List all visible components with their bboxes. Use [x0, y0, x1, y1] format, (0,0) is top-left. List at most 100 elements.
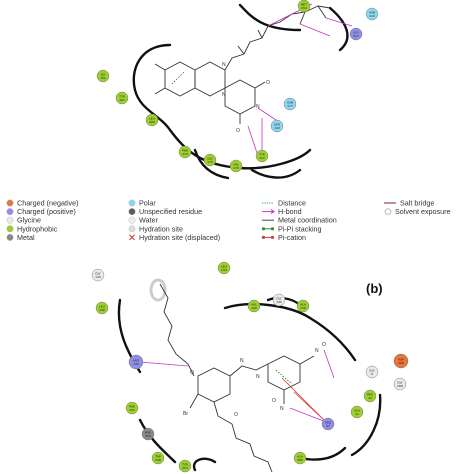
bottom-atom-nitro-n2: N [280, 406, 284, 412]
legend: Charged (negative)Charged (positive)Glyc… [6, 199, 451, 242]
legend-item: Hydration site [128, 224, 183, 233]
legend-item: Unspecified residue [128, 207, 202, 216]
legend-marker [128, 225, 136, 233]
ring-pyrimidine [224, 79, 256, 115]
legend-item: Pi-Pi stacking [261, 224, 322, 233]
top-pocket-outline [132, 3, 349, 179]
legend-item: Distance [262, 199, 306, 208]
legend-label: Hydration site (displaced) [139, 233, 220, 242]
bottom-atom-o1: O [190, 370, 194, 376]
legend-label: Charged (negative) [17, 199, 79, 208]
top-atom-n3: N [256, 104, 260, 110]
legend-label: Hydrophobic [17, 224, 58, 233]
top-atom-o1: O [266, 80, 270, 86]
legend-marker [6, 199, 14, 207]
top-atom-n1: N [222, 62, 226, 68]
legend-item: Hydration site (displaced) [129, 233, 220, 242]
legend-marker [128, 208, 136, 215]
bottom-interactions [139, 349, 335, 423]
legend-label: Salt bridge [400, 199, 434, 208]
legend-item: Polar [128, 199, 156, 208]
legend-label: H-bond [278, 207, 302, 216]
legend-marker [6, 216, 14, 224]
legend-item: Metal coordination [262, 216, 337, 225]
bottom-atom-n2: N [256, 374, 260, 380]
legend-item: Metal [6, 233, 35, 242]
legend-item: Salt bridge [384, 199, 434, 208]
legend-marker [128, 199, 136, 207]
legend-label: Glycine [17, 216, 41, 225]
solvent-exposure-halo [149, 278, 167, 302]
bottom-pocket-outline-2 [266, 296, 347, 461]
top-atom-o2: O [236, 128, 240, 134]
bottom-atom-n1: N [240, 358, 244, 364]
bottom-pocket-outline [117, 298, 382, 472]
legend-label: Solvent exposure [395, 207, 451, 216]
legend-label: Pi-cation [278, 233, 306, 242]
legend-label: Polar [139, 199, 156, 208]
legend-marker [6, 208, 14, 215]
top-ligand [154, 5, 331, 124]
legend-label: Water [139, 216, 159, 225]
legend-label: Metal [17, 233, 35, 242]
legend-marker [6, 225, 14, 233]
legend-item: Charged (negative) [6, 199, 79, 208]
top-hbonds [247, 3, 353, 157]
legend-label: Pi-Pi stacking [278, 224, 322, 233]
legend-item: Solvent exposure [384, 207, 451, 216]
legend-label: Metal coordination [278, 216, 337, 225]
top-pocket-outline-2 [193, 148, 230, 180]
legend-marker [6, 234, 14, 241]
ring-pyrazine [194, 61, 226, 97]
bottom-atom-o2: O [234, 412, 238, 418]
legend-marker [262, 209, 275, 215]
legend-item: H-bond [262, 207, 302, 216]
legend-label: Unspecified residue [139, 207, 202, 216]
